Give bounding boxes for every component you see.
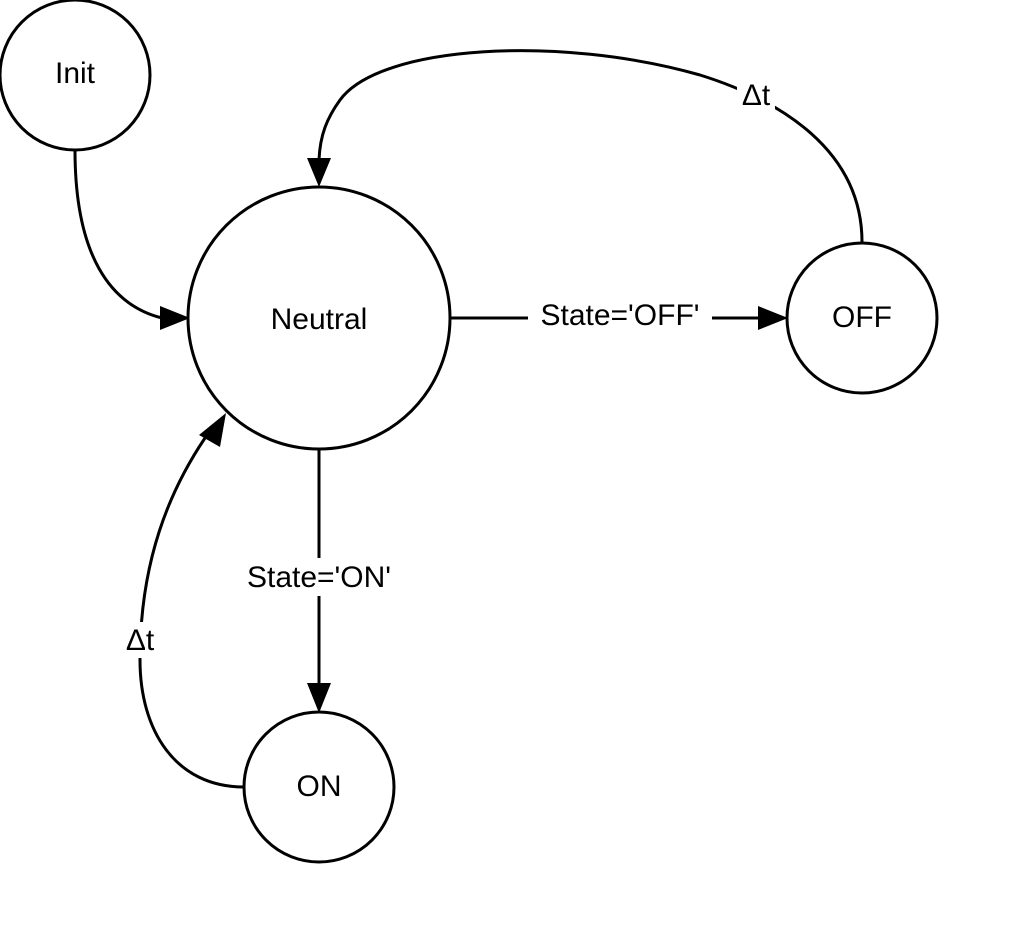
- node-off: OFF: [785, 241, 939, 395]
- node-neutral-circle: [186, 185, 452, 451]
- node-off-circle: [785, 241, 939, 395]
- edge-on-to-neutral-label-bg: [121, 622, 159, 658]
- node-on-label: ON: [297, 770, 342, 803]
- node-on: ON: [242, 710, 396, 864]
- edge-off-to-neutral-line: [317, 49, 864, 243]
- edge-on-to-neutral-line: [138, 437, 245, 789]
- edge-neutral-to-on-arrowhead: [307, 683, 331, 713]
- node-on-circle: [242, 710, 396, 864]
- edge-init-to-neutral-arrowhead: [160, 306, 190, 330]
- node-init: Init: [0, 0, 152, 152]
- node-neutral: Neutral: [186, 185, 452, 451]
- edge-neutral-to-on: State='ON': [236, 450, 402, 713]
- edge-neutral-to-off-label-bg: [528, 296, 712, 334]
- edge-off-to-neutral-arrowhead: [307, 158, 331, 187]
- node-neutral-label: Neutral: [271, 303, 368, 336]
- edge-off-to-neutral-label-bg: [737, 78, 775, 114]
- node-off-label: OFF: [832, 301, 892, 334]
- edge-init-to-neutral: [73, 149, 190, 330]
- edge-neutral-to-on-label-bg: [236, 558, 402, 596]
- edge-init-to-neutral-line: [73, 149, 163, 320]
- edge-on-to-neutral-label: Δt: [126, 624, 155, 657]
- node-init-label: Init: [55, 57, 96, 90]
- edge-on-to-neutral-arrowhead: [199, 413, 226, 447]
- edge-neutral-to-off: State='OFF': [451, 296, 788, 334]
- edge-neutral-to-off-label: State='OFF': [540, 299, 699, 332]
- edge-on-to-neutral: Δt: [121, 413, 245, 789]
- edge-off-to-neutral: Δt: [307, 49, 864, 243]
- edge-neutral-to-on-label: State='ON': [247, 561, 391, 594]
- edge-neutral-to-off-arrowhead: [758, 306, 788, 330]
- edge-off-to-neutral-label: Δt: [742, 79, 771, 112]
- node-init-circle: [0, 0, 152, 152]
